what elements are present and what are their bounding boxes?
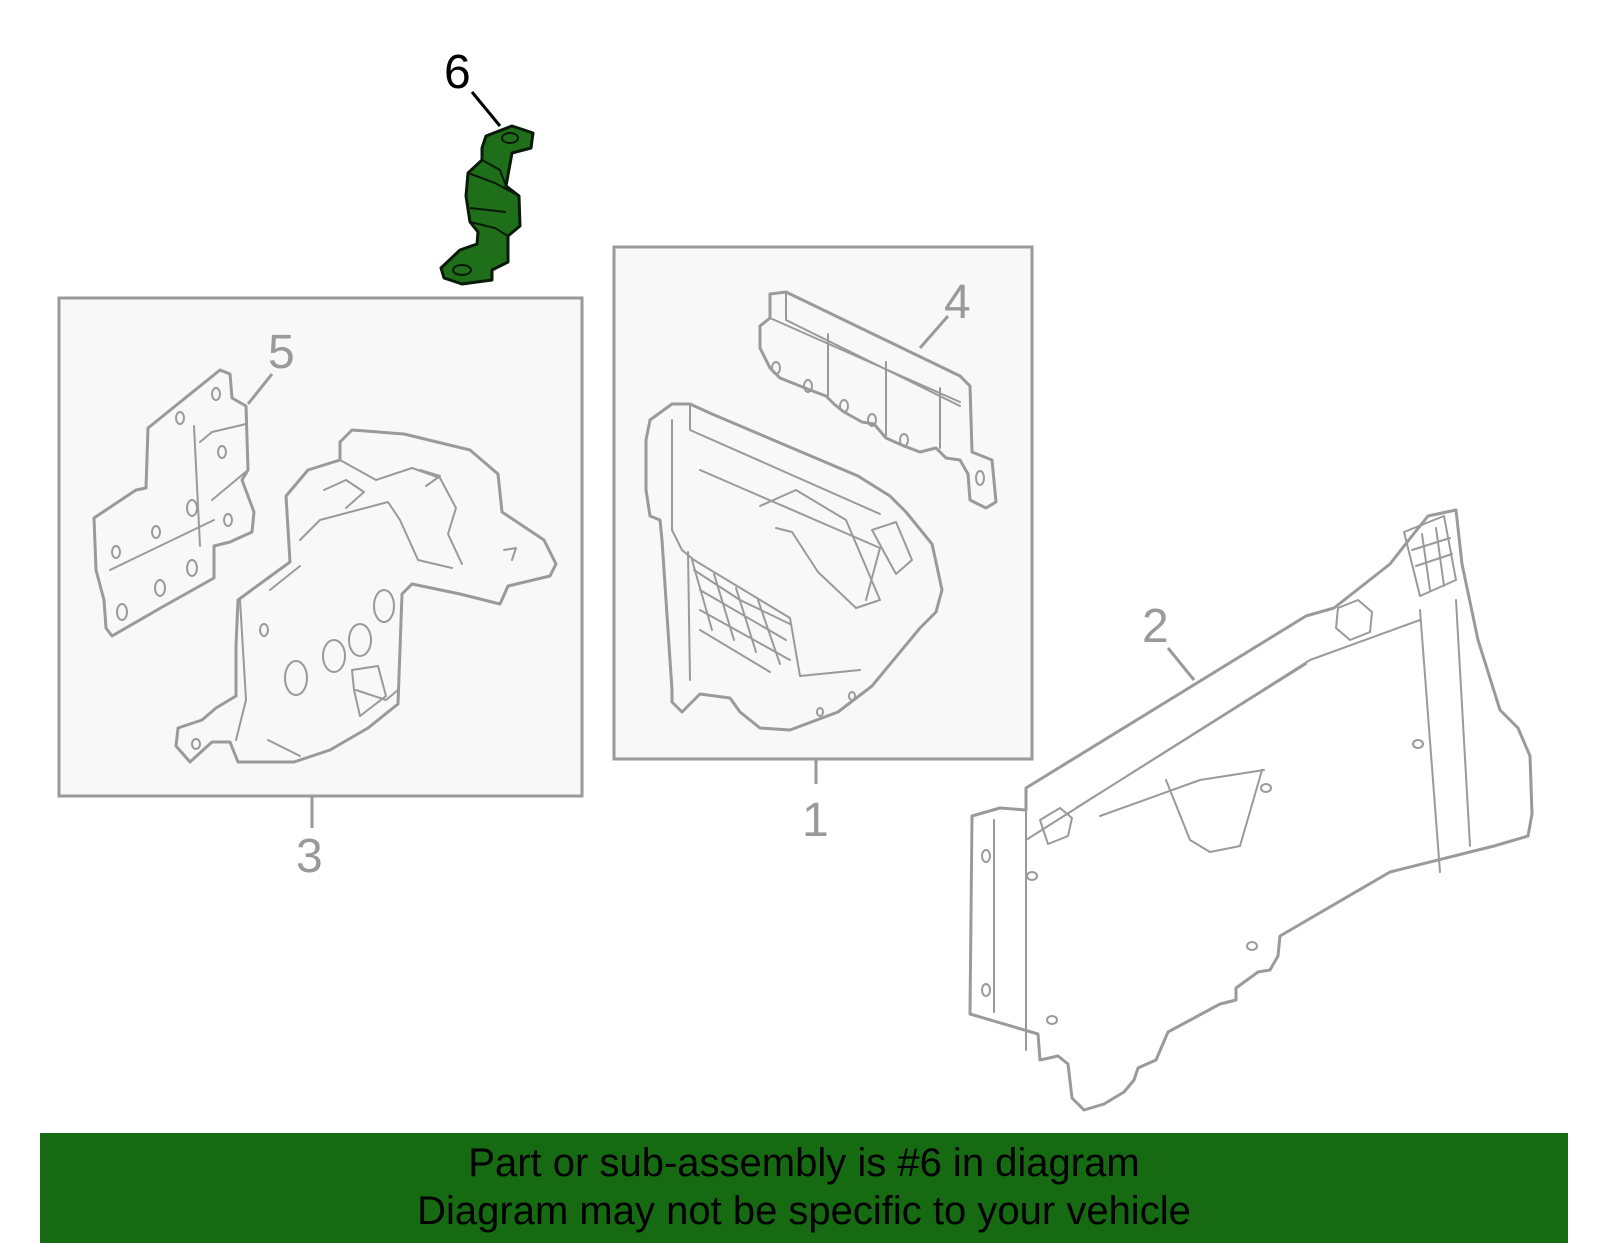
callout-3: 3 [296,830,323,883]
callout-1: 1 [802,794,829,847]
callout-2: 2 [1142,600,1169,653]
callout-4-leader [918,315,950,349]
assembly-1-box [612,245,1034,761]
info-banner: Part or sub-assembly is #6 in diagram Di… [40,1133,1568,1243]
part-6-bracket [439,124,535,286]
part-5-plate [92,368,256,638]
callout-6: 6 [444,46,471,99]
callout-5: 5 [268,326,295,379]
callout-5-leader [246,373,274,405]
part-1-wheelhouse [644,402,944,732]
callout-4: 4 [944,276,971,329]
banner-line-part: Part or sub-assembly is #6 in diagram [468,1141,1140,1185]
callout-6-leader [470,91,502,127]
part-4-reinforcement [758,290,998,510]
part-2-quarter-panel [968,508,1534,1112]
part-3-panel [174,428,558,764]
banner-line-disclaimer: Diagram may not be specific to your vehi… [417,1189,1191,1233]
assembly-3-box [57,296,584,798]
callout-2-leader [1166,647,1196,681]
